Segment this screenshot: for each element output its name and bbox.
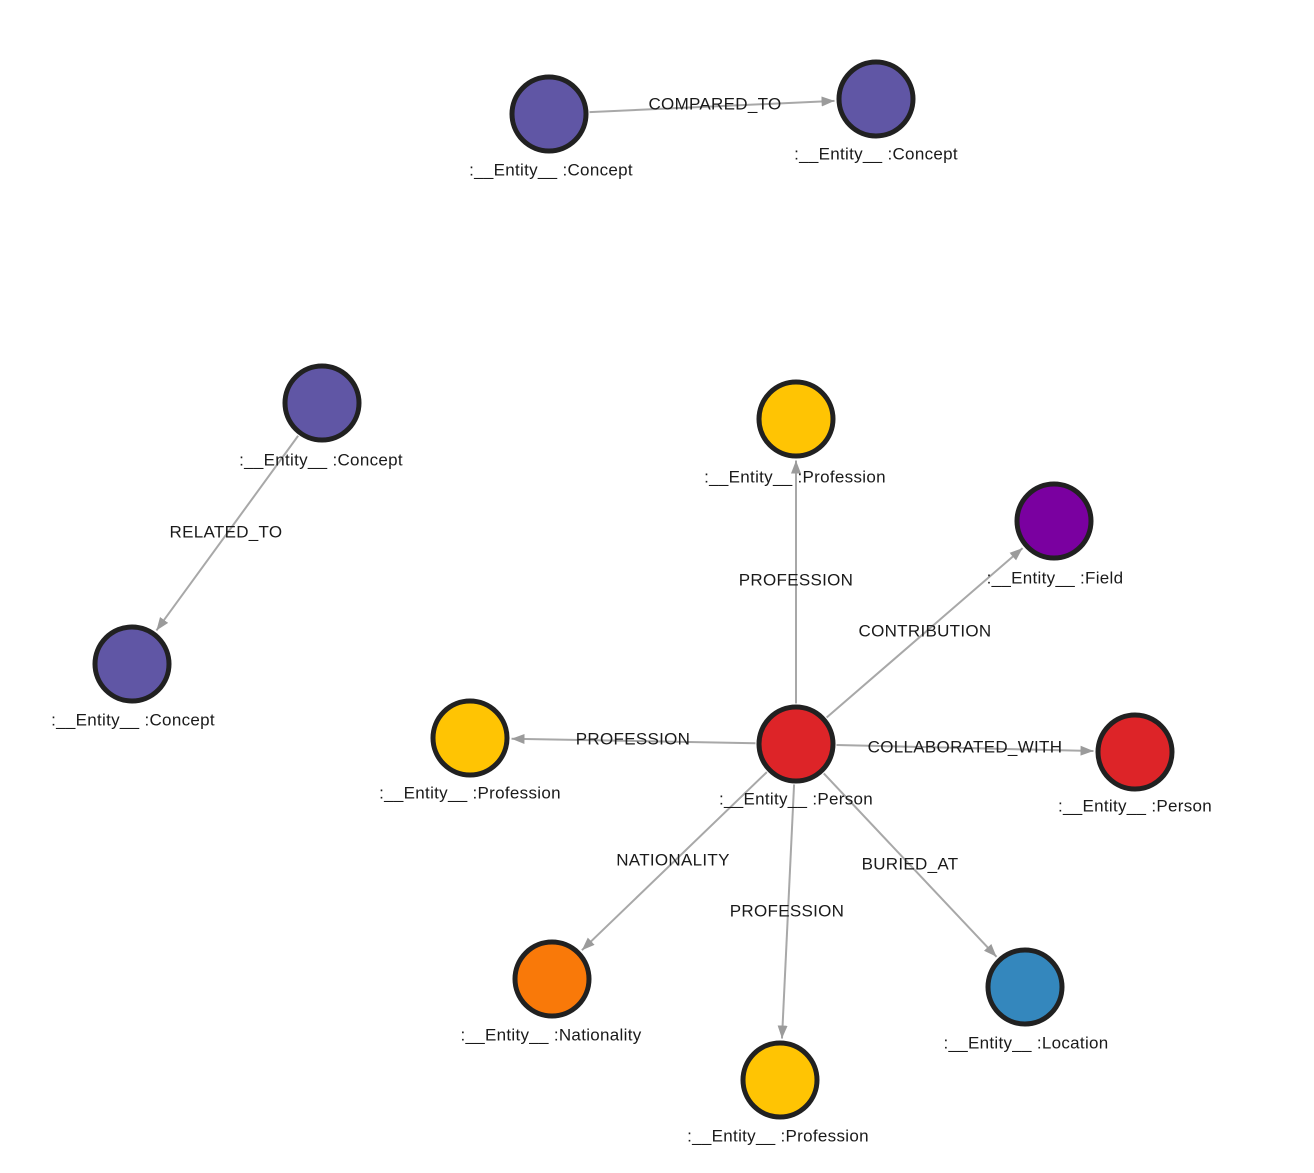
node-caption-location: :__Entity__ :Location bbox=[943, 1034, 1108, 1053]
node-caption-person-right: :__Entity__ :Person bbox=[1058, 797, 1212, 816]
node-person-center: :__Entity__ :Person bbox=[719, 704, 873, 809]
node-caption-person-center: :__Entity__ :Person bbox=[719, 790, 873, 809]
node-caption-field: :__Entity__ :Field bbox=[987, 569, 1124, 588]
relationship-profession[interactable] bbox=[511, 734, 756, 745]
relationship-label-profession[interactable]: PROFESSION bbox=[739, 571, 853, 590]
relationship-related-to[interactable] bbox=[155, 435, 299, 632]
relationship-profession[interactable] bbox=[777, 784, 796, 1039]
node-caption-concept-c: :__Entity__ :Concept bbox=[239, 451, 403, 470]
node-nationality: :__Entity__ :Nationality bbox=[460, 939, 641, 1045]
relationship-label-contribution[interactable]: CONTRIBUTION bbox=[859, 622, 992, 641]
node-person-right: :__Entity__ :Person bbox=[1058, 712, 1212, 816]
node-caption-concept-b: :__Entity__ :Concept bbox=[794, 145, 958, 164]
node-caption-profession-top: :__Entity__ :Profession bbox=[704, 468, 886, 487]
node-circle-person-right[interactable] bbox=[1095, 712, 1175, 792]
node-circle-profession-bottom[interactable] bbox=[740, 1040, 820, 1120]
node-profession-bottom: :__Entity__ :Profession bbox=[687, 1040, 869, 1146]
relationship-nationality[interactable] bbox=[581, 771, 768, 951]
node-circle-profession-left[interactable] bbox=[430, 698, 510, 778]
nodes-layer: :__Entity__ :Concept :__Entity__ :Concept… bbox=[51, 59, 1212, 1146]
relationship-label-buried-at[interactable]: BURIED_AT bbox=[862, 855, 959, 874]
relationship-label-nationality[interactable]: NATIONALITY bbox=[616, 851, 730, 870]
node-circle-field[interactable] bbox=[1014, 481, 1094, 561]
relationship-buried-at[interactable] bbox=[823, 772, 998, 958]
node-profession-top: :__Entity__ :Profession bbox=[704, 379, 886, 487]
edges-layer bbox=[155, 96, 1094, 1039]
relationship-collaborated-with[interactable] bbox=[836, 743, 1094, 756]
node-circle-concept-a[interactable] bbox=[509, 74, 589, 154]
relationship-label-profession[interactable]: PROFESSION bbox=[576, 730, 690, 749]
node-caption-concept-a: :__Entity__ :Concept bbox=[469, 161, 633, 180]
relationship-contribution[interactable] bbox=[825, 547, 1024, 719]
node-caption-profession-bottom: :__Entity__ :Profession bbox=[687, 1127, 869, 1146]
node-circle-concept-c[interactable] bbox=[282, 363, 362, 443]
node-location: :__Entity__ :Location bbox=[943, 947, 1108, 1053]
relationship-label-compared-to[interactable]: COMPARED_TO bbox=[648, 95, 781, 114]
node-field: :__Entity__ :Field bbox=[987, 481, 1124, 588]
node-circle-nationality[interactable] bbox=[512, 939, 592, 1019]
node-concept-b: :__Entity__ :Concept bbox=[794, 59, 958, 164]
node-circle-person-center[interactable] bbox=[756, 704, 836, 784]
node-circle-location[interactable] bbox=[985, 947, 1065, 1027]
node-concept-d: :__Entity__ :Concept bbox=[51, 624, 215, 730]
node-circle-concept-b[interactable] bbox=[836, 59, 916, 139]
node-caption-concept-d: :__Entity__ :Concept bbox=[51, 711, 215, 730]
node-circle-concept-d[interactable] bbox=[92, 624, 172, 704]
node-profession-left: :__Entity__ :Profession bbox=[379, 698, 561, 803]
relationship-compared-to[interactable] bbox=[589, 96, 835, 114]
node-caption-nationality: :__Entity__ :Nationality bbox=[460, 1026, 641, 1045]
node-caption-profession-left: :__Entity__ :Profession bbox=[379, 784, 561, 803]
edge-labels-layer: COMPARED_TO RELATED_TO PROFESSION CONTRIBUT… bbox=[170, 95, 1063, 921]
node-concept-a: :__Entity__ :Concept bbox=[469, 74, 633, 180]
node-circle-profession-top[interactable] bbox=[756, 379, 836, 459]
node-concept-c: :__Entity__ :Concept bbox=[239, 363, 403, 470]
relationship-label-collaborated-with[interactable]: COLLABORATED_WITH bbox=[868, 738, 1063, 757]
relationship-label-profession[interactable]: PROFESSION bbox=[730, 902, 844, 921]
relationship-label-related-to[interactable]: RELATED_TO bbox=[170, 523, 283, 542]
